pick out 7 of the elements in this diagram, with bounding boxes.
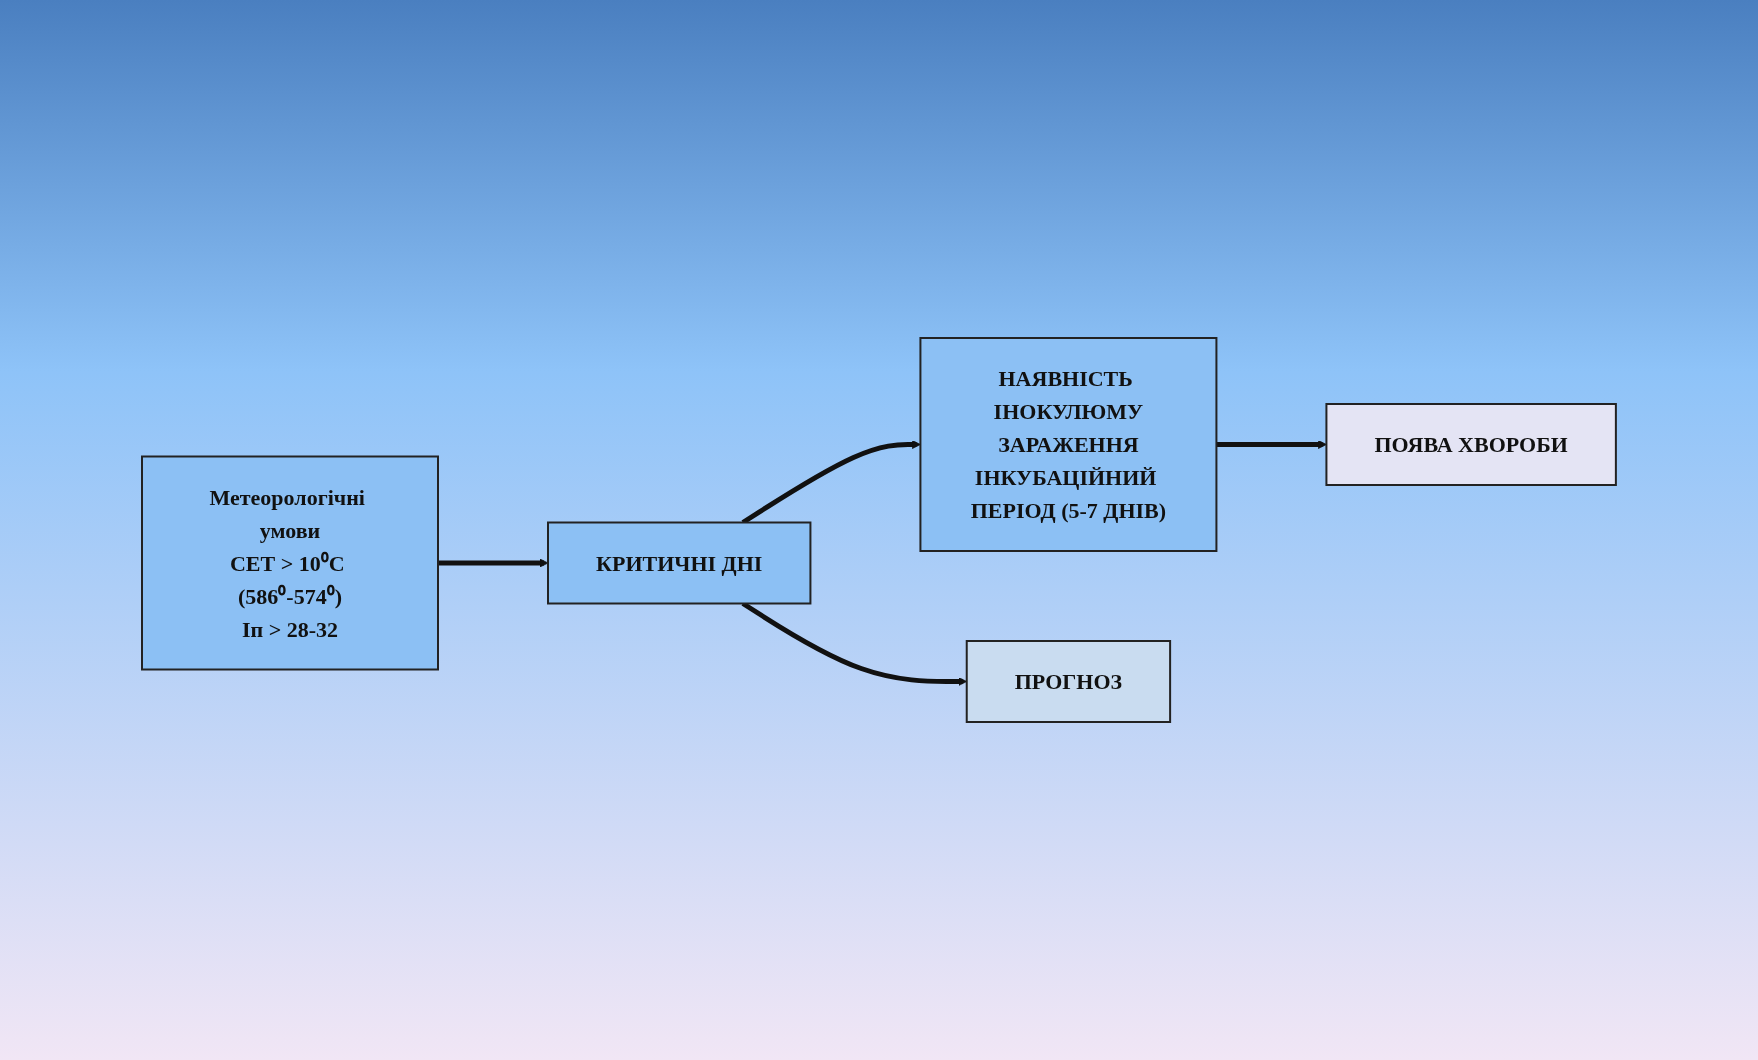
node-box: ПРОГНОЗ [965,640,1172,723]
node-box: КРИТИЧНІ ДНІ [547,521,812,605]
node-box: ПОЯВА ХВОРОБИ [1325,403,1617,486]
arrow [438,558,549,568]
node-box: НАЯВНІСТЬ ІНОКУЛЮМУ ЗАРАЖЕННЯ ІНКУБАЦІЙНИЙ ПЕРІОД (5-7 ДНІВ) [919,337,1218,552]
node-box: Метеорологічні умови СЕТ > 10⁰С (586⁰-574⁰) Іп > 28-32 [141,455,440,671]
arrow [1216,440,1327,449]
